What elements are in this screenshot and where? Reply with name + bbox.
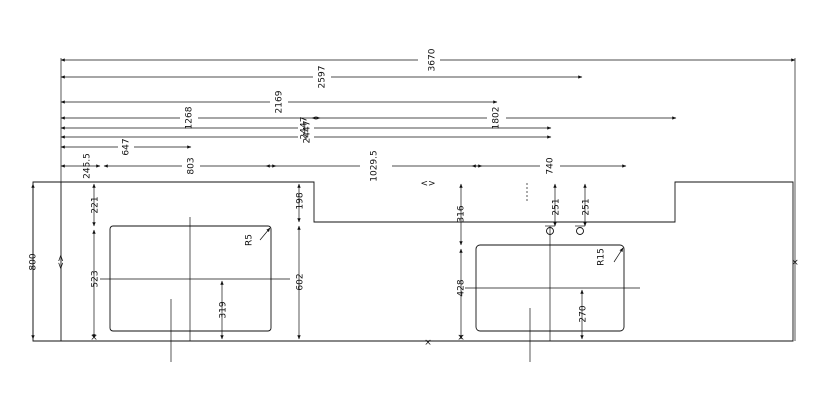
svg-text:803: 803 <box>187 157 197 174</box>
dim-221: 221 <box>91 183 101 227</box>
svg-text:251: 251 <box>552 198 562 215</box>
svg-text:245.5: 245.5 <box>83 153 93 179</box>
svg-text:2169: 2169 <box>275 90 285 113</box>
dim-428: 428 <box>457 248 467 340</box>
svg-text:740: 740 <box>546 157 556 174</box>
radius-r15: R15 <box>597 247 624 266</box>
countertop-outline <box>32 181 794 342</box>
small-mark-right-sink: × <box>457 333 465 343</box>
dim-2597: 2597 <box>60 66 583 89</box>
dim-800: 800 <box>29 183 39 340</box>
svg-text:2447: 2447 <box>303 121 313 144</box>
svg-text:R5: R5 <box>245 234 255 246</box>
svg-text:3670: 3670 <box>428 48 438 71</box>
dim-803: 803 <box>103 157 277 175</box>
swap-arrows-icon-top: <> <box>420 179 435 189</box>
svg-text:319: 319 <box>219 301 229 318</box>
dim-316: 316 <box>457 183 467 246</box>
dim-740: 740 <box>471 157 627 175</box>
dim-1029-5: 1029.5 <box>265 150 483 182</box>
dim-2447-b: 2447 <box>60 121 552 144</box>
dim-245-5: 245.5 <box>60 153 101 179</box>
svg-text:523: 523 <box>91 270 101 287</box>
dim-3670: 3670 <box>60 48 796 71</box>
svg-text:428: 428 <box>457 279 467 296</box>
small-mark-right: × <box>791 258 799 268</box>
dim-319: 319 <box>219 280 229 340</box>
svg-text:647: 647 <box>122 138 132 155</box>
svg-text:<>: <> <box>57 254 67 269</box>
dim-647: 647 <box>60 138 192 156</box>
dim-523: 523 <box>91 229 101 339</box>
svg-text:251: 251 <box>582 198 592 215</box>
dim-602: 602 <box>296 225 306 340</box>
svg-text:R15: R15 <box>597 248 607 266</box>
svg-text:1029.5: 1029.5 <box>370 150 380 182</box>
dim-270: 270 <box>579 289 589 340</box>
svg-text:800: 800 <box>29 253 39 270</box>
radius-r5: R5 <box>245 227 271 246</box>
svg-text:2597: 2597 <box>318 66 328 89</box>
svg-text:198: 198 <box>296 192 306 209</box>
dim-198: 198 <box>296 183 306 223</box>
svg-text:1268: 1268 <box>185 106 195 129</box>
left-sink-cutout <box>109 225 272 332</box>
dim-2169: 2169 <box>60 90 498 113</box>
svg-text:602: 602 <box>296 273 306 290</box>
svg-text:270: 270 <box>579 305 589 322</box>
svg-text:316: 316 <box>457 205 467 222</box>
dim-2447-a: 2447 <box>60 117 552 140</box>
dim-1268: 1268 <box>60 106 321 129</box>
tap-hole-icon-2 <box>575 225 585 235</box>
dim-1802: 1802 <box>311 107 677 130</box>
svg-text:1802: 1802 <box>492 107 502 130</box>
swap-arrows-icon-left: <> <box>57 254 67 269</box>
svg-text:2447: 2447 <box>300 117 310 140</box>
small-mark-left-sink: × <box>90 333 98 343</box>
svg-text:221: 221 <box>91 196 101 213</box>
svg-text:<>: <> <box>420 179 435 189</box>
dim-251-a: 251 <box>552 183 562 227</box>
small-mark-bottom-center: × <box>424 338 432 348</box>
dim-251-b: 251 <box>582 183 592 227</box>
